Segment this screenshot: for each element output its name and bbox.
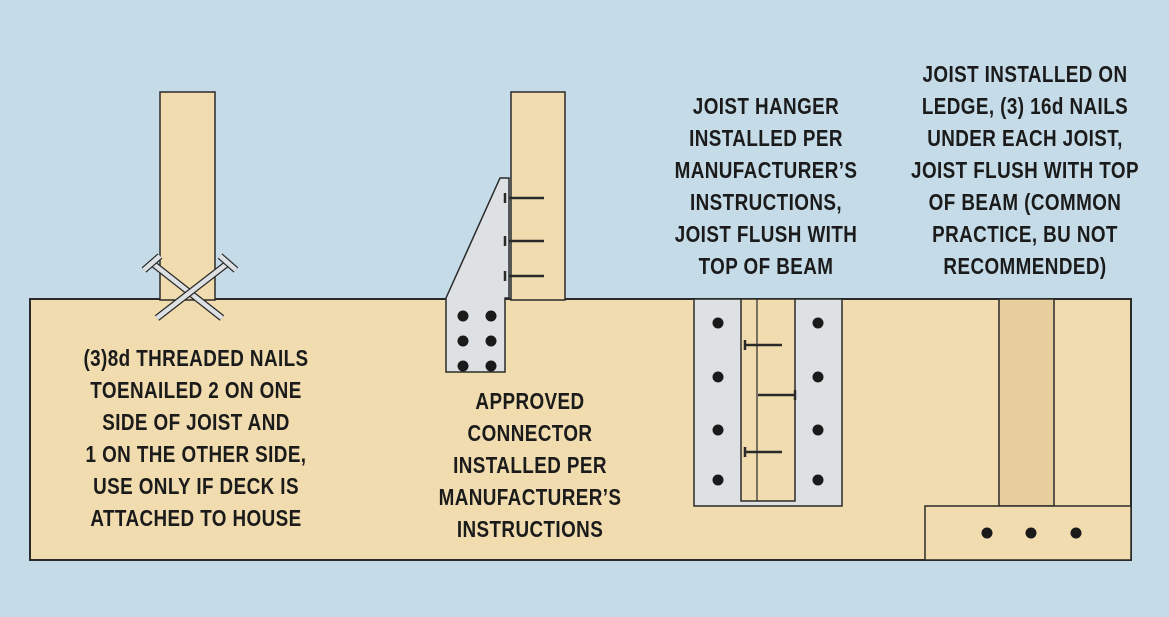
- hanger-label-line: JOIST FLUSH WITH: [674, 221, 858, 247]
- ledge-label: JOIST INSTALLED ON LEDGE, (3) 16d NAILS …: [906, 58, 1144, 282]
- toenail-label-line: USE ONLY IF DECK IS: [93, 473, 299, 499]
- ledge-label-line: LEDGE, (3) 16d NAILS: [921, 93, 1129, 119]
- toenail-label-line: 1 ON THE OTHER SIDE,: [85, 441, 307, 467]
- joist-3: [740, 298, 796, 502]
- ledge-detail: [924, 298, 1132, 561]
- joist-1: [159, 91, 216, 301]
- connector-nail-holes: [457, 310, 497, 372]
- connector-detail: [445, 91, 566, 373]
- connector-label-line: INSTRUCTIONS: [456, 516, 604, 542]
- hanger-detail: [693, 298, 843, 507]
- connector-plate: [445, 177, 510, 373]
- connector-label-line: INSTALLED PER: [453, 452, 607, 478]
- joist-4: [998, 298, 1055, 507]
- toenail-label: (3)8d THREADED NAILS TOENAILED 2 ON ONE …: [81, 342, 311, 534]
- hanger-label-line: INSTALLED PER: [689, 125, 843, 151]
- hanger-label: JOIST HANGER INSTALLED PER MANUFACTURER’…: [668, 90, 865, 282]
- hanger-label-line: TOP OF BEAM: [698, 253, 834, 279]
- ledge-label-line: JOIST FLUSH WITH TOP: [911, 157, 1139, 183]
- ledge-label-line: RECOMMENDED): [943, 253, 1107, 279]
- ledge-label-line: PRACTICE, BU NOT: [932, 221, 1118, 247]
- connector-label-line: MANUFACTURER’S: [438, 484, 622, 510]
- connector-label: APPROVED CONNECTOR INSTALLED PER MANUFAC…: [432, 385, 629, 545]
- ledger-board: [924, 505, 1132, 561]
- toenail-label-line: TOENAILED 2 ON ONE: [90, 377, 302, 403]
- toenail-nail-right: [154, 253, 239, 321]
- toenail-detail: [141, 91, 239, 321]
- toenail-label-line: SIDE OF JOIST AND: [102, 409, 290, 435]
- joist-2: [510, 91, 566, 301]
- connector-nails: [503, 193, 544, 281]
- hanger-nail-holes: [712, 317, 824, 486]
- hanger-label-line: JOIST HANGER: [692, 93, 840, 119]
- ledge-label-line: JOIST INSTALLED ON: [922, 61, 1128, 87]
- hanger-label-line: INSTRUCTIONS,: [689, 189, 843, 215]
- connector-label-line: APPROVED: [475, 388, 585, 414]
- toenail-label-line: ATTACHED TO HOUSE: [90, 505, 302, 531]
- ledger-nails: [981, 527, 1082, 539]
- connector-label-line: CONNECTOR: [467, 420, 593, 446]
- hanger-nails: [743, 340, 797, 457]
- ledge-label-line: OF BEAM (COMMON: [928, 189, 1122, 215]
- ledge-label-line: UNDER EACH JOIST,: [927, 125, 1123, 151]
- toenail-label-line: (3)8d THREADED NAILS: [83, 345, 309, 371]
- hanger-label-line: MANUFACTURER’S: [674, 157, 858, 183]
